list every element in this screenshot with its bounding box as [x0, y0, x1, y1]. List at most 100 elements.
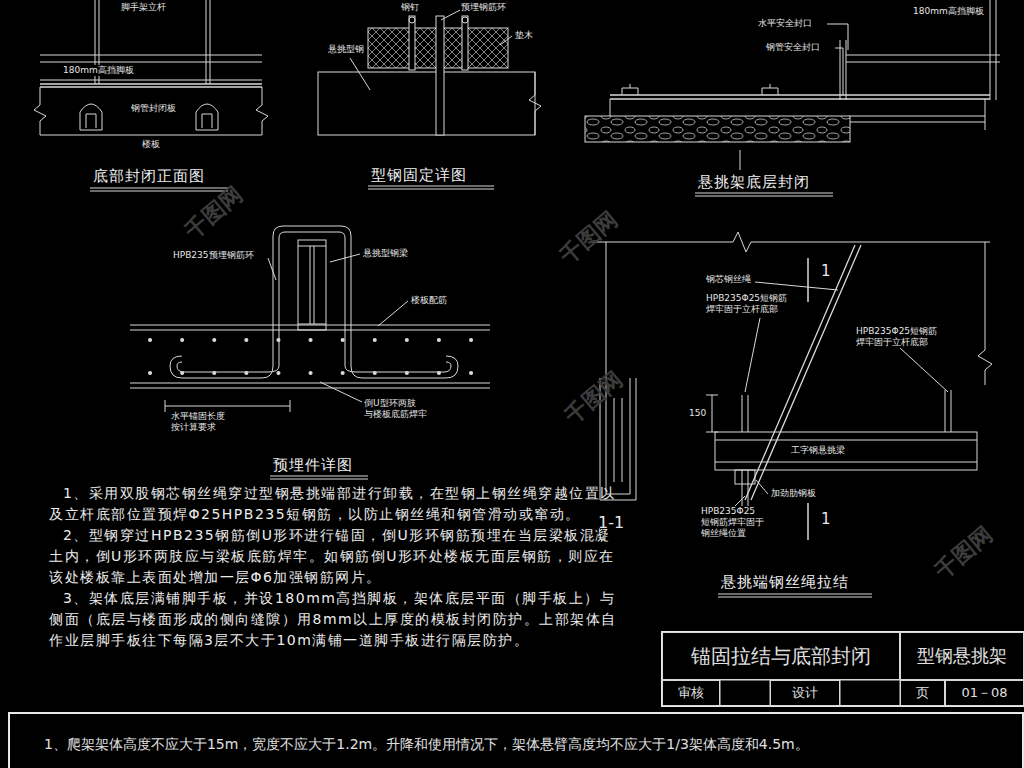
note-text: 3、架体底层满铺脚手板，并设180mm高挡脚板，架体底层平面（脚手板上）与侧面（… [48, 588, 625, 651]
watermark: 千图网 [554, 206, 623, 270]
embedded-part-detail-part [273, 226, 351, 366]
cantilever-wire-rope-tie-part [742, 390, 951, 520]
title-block-frame-part [662, 632, 1024, 706]
title-block-frame-part [840, 680, 900, 706]
view-title: 底部封闭正面图 [92, 167, 206, 185]
bottom-layer-closure-part [622, 84, 778, 95]
view-title: 悬挑架底层封闭 [697, 173, 811, 191]
steel-fixing-detail-part [368, 186, 494, 189]
note-panel: 1、爬架架体高度不应大于15m，宽度不应大于1.2m。升降和使用情况下，架体悬臂… [8, 712, 1024, 768]
bottom-layer-closure-part [827, 24, 848, 95]
bottom-closure-elevation-part [90, 188, 228, 191]
part-label: HPB235Φ25短钢筋 焊牢固于立杆底部 [705, 293, 799, 315]
cantilever-wire-rope-tie-part [606, 242, 607, 378]
part-label: HPB235预埋钢筋环 [172, 250, 255, 261]
part-label: HPB235Φ25短钢筋 焊牢固于立杆底部 [855, 326, 949, 348]
section-mark: 1 [820, 510, 832, 528]
cell-text: 型钢悬挑架 [917, 644, 1007, 668]
steel-fixing-detail [318, 9, 541, 189]
cell-text: 设计 [792, 684, 818, 702]
title-cell: 锚固拉结与底部封闭 [662, 632, 900, 680]
embedded-part-detail-part [351, 356, 458, 378]
part-label: 180mm高挡脚板 [62, 65, 135, 76]
page-cell: 页 [900, 680, 945, 706]
title-cell: 型钢悬挑架 [900, 632, 1024, 680]
view-title: 预埋件详图 [272, 456, 354, 474]
bottom-layer-closure-part [850, 116, 985, 122]
bottom-closure-elevation-part [40, 84, 262, 87]
part-label: 加劲肋钢板 [770, 488, 817, 499]
cantilever-wire-rope-tie-part [735, 282, 948, 506]
title-block-frame-part [720, 680, 770, 706]
cantilever-wire-rope-tie-part [735, 470, 755, 484]
bottom-layer-closure-part [840, 0, 996, 100]
embedded-part-detail-part [268, 254, 408, 402]
embedded-part-detail-part [150, 340, 480, 373]
steel-fixing-detail-part [318, 72, 535, 135]
steel-fixing-detail-part [529, 72, 541, 135]
cantilever-wire-rope-tie-part [718, 594, 872, 597]
embedded-part-detail-part [177, 362, 279, 372]
part-label: 悬挑型钢 [327, 44, 365, 55]
bottom-closure-elevation [34, 0, 268, 191]
bottom-layer-closure-part [610, 95, 990, 99]
part-label: 预埋钢筋环 [460, 2, 507, 13]
dimension: 150 [688, 408, 707, 419]
part-label: 楼板配筋 [410, 295, 448, 306]
watermark: 千图网 [929, 521, 998, 585]
part-label: 水平安全封口 [757, 18, 813, 29]
signoff-cell: 审核 [662, 680, 720, 706]
part-label: 倒U型环两肢 与楼板底筋焊牢 [363, 398, 445, 420]
embedded-part-detail-part [270, 476, 368, 479]
cantilever-wire-rope-tie-part [715, 432, 977, 470]
cantilever-wire-rope-tie-part [978, 242, 992, 385]
note-text: 1、采用双股钢芯钢丝绳穿过型钢悬挑端部进行卸载，在型钢上钢丝绳穿越位置以及立杆底… [48, 483, 625, 525]
cell-text: 页 [916, 684, 929, 702]
cell-text: 审核 [678, 684, 704, 702]
bottom-closure-elevation-part [34, 87, 268, 135]
embedded-part-detail-part [298, 240, 326, 330]
part-label: 楼板 [141, 139, 161, 150]
bottom-closure-elevation-part [80, 104, 102, 130]
title-block-frame [662, 632, 1024, 706]
cantilever-wire-rope-tie-part [715, 440, 977, 462]
embedded-part-detail-part [170, 356, 273, 378]
part-label: 180mm高挡脚板 [912, 6, 985, 17]
watermark: 千图网 [559, 366, 628, 430]
steel-fixing-detail-part [436, 16, 444, 135]
cell-text: 01－08 [961, 684, 1007, 702]
section-mark: 1 [820, 262, 832, 280]
cell-text: 1、爬架架体高度不应大于15m，宽度不应大于1.2m。升降和使用情况下，架体悬臂… [44, 736, 809, 754]
part-label: 钢管安全封口 [765, 42, 821, 53]
part-label: 钢管封闭板 [130, 103, 177, 114]
bottom-layer-closure-part [846, 55, 1000, 62]
bottom-closure-elevation-part [40, 135, 262, 136]
bottom-closure-elevation-part [40, 55, 262, 80]
embedded-part-detail-part [130, 325, 490, 388]
bottom-closure-elevation-part [196, 104, 218, 130]
part-label: 垫木 [514, 30, 534, 41]
steel-fixing-detail-part [462, 16, 468, 70]
embedded-part-detail-part [298, 246, 326, 324]
cantilever-wire-rope-tie-part [745, 245, 861, 500]
note-text: 2、型钢穿过HPB235钢筋倒U形环进行锚固，倒U形环钢筋预埋在当层梁板混凝土内… [48, 525, 625, 588]
embedded-part-detail-part [279, 232, 345, 366]
embedded-part-detail-part [345, 362, 451, 372]
steel-fixing-detail-part [462, 17, 468, 23]
page-number-cell: 01－08 [945, 680, 1024, 706]
part-label: 悬挑型钢梁 [362, 248, 409, 259]
cantilever-wire-rope-tie [595, 232, 992, 597]
steel-fixing-detail-part [409, 16, 415, 70]
svg-part [34, 0, 1024, 706]
cantilever-wire-rope-tie-part [706, 395, 718, 432]
view-title: 悬挑端钢丝绳拉结 [720, 573, 850, 591]
view-title: 型钢固定详图 [370, 166, 468, 184]
steel-fixing-detail-part [350, 9, 512, 90]
dimension-note: 水平锚固长度 按计算要求 [170, 411, 242, 433]
bottom-layer-closure-part [585, 116, 850, 142]
cell-text: 锚固拉结与底部封闭 [691, 643, 871, 670]
part-label: 工字钢悬挑梁 [790, 445, 846, 456]
part-label: 钢芯钢丝绳 [705, 274, 752, 285]
bottom-layer-closure-part [695, 150, 833, 196]
